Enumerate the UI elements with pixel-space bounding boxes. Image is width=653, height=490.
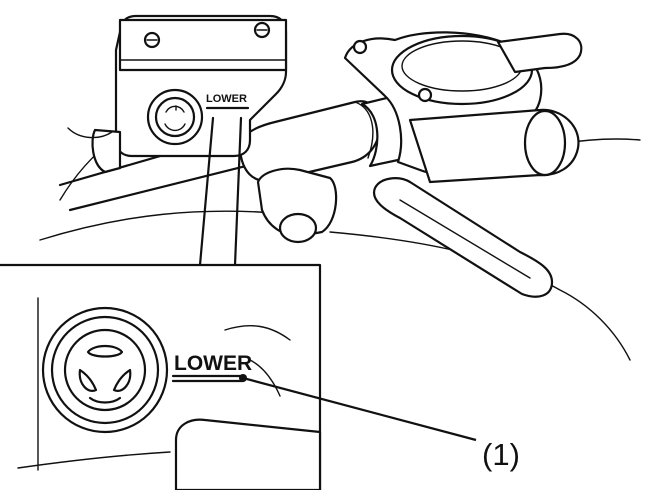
sight-glass-mark [164, 105, 186, 132]
detail-inset: LOWER [0, 263, 322, 490]
lever-edge [399, 199, 531, 279]
reservoir-cover [118, 18, 288, 72]
reservoir-lower-marking: LOWER [206, 93, 247, 105]
throttle-grip [238, 100, 382, 183]
inset-indicator-left [78, 368, 98, 392]
sight-glass-inner [154, 96, 196, 138]
body-outline-lower [39, 210, 301, 241]
callout: (1) [239, 374, 520, 472]
switch-end-cap [523, 109, 567, 177]
lever-pivot [256, 167, 338, 238]
pivot-bolt [278, 212, 318, 244]
inset-lower-block [174, 418, 322, 490]
grip-ring [354, 101, 374, 159]
inset-sight-glass-window [63, 328, 147, 412]
inset-body-curve [224, 325, 291, 397]
zoom-line-right [233, 116, 243, 267]
magnifier-lines [198, 116, 243, 267]
inset-body-edge [17, 297, 171, 471]
handlebar-scene: LOWER [39, 14, 641, 361]
reservoir-clamp [91, 128, 122, 174]
callout-leader-line [242, 376, 477, 442]
inset-indicator-top [86, 344, 124, 358]
inset-indicator-right [112, 368, 132, 392]
housing-screw-top [352, 39, 368, 55]
inset-indicator-bottom [88, 396, 122, 404]
upper-lever [496, 32, 583, 74]
inset-frame [0, 263, 322, 490]
zoom-line-left [198, 116, 215, 267]
clamp-edge [67, 127, 113, 139]
housing-screw-mid [417, 87, 433, 103]
inset-lower-marking: LOWER [174, 352, 252, 375]
callout-label: (1) [482, 437, 520, 472]
